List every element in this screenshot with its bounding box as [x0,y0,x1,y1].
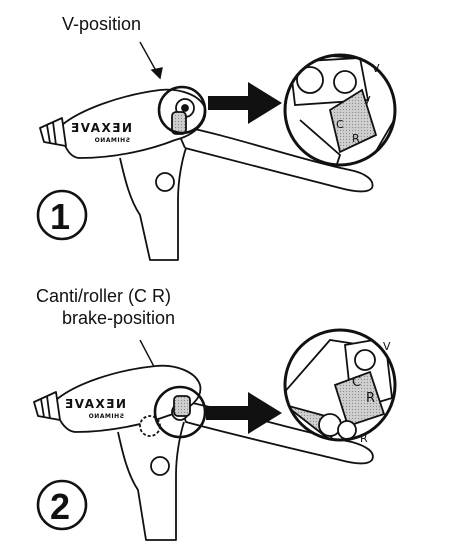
handlebar-clamp-2 [117,421,185,541]
mode-mark-v-1: V [363,94,371,107]
section-2-cr-position: Canti/roller (C R) brake-position NEXAVE… [33,286,397,541]
magnified-detail-1: V C R V [283,53,397,167]
zoom-arrow-2 [206,392,282,434]
mode-mark-r-lower-2: R [360,432,368,445]
svg-text:2: 2 [50,486,70,527]
handlebar-clamp-1 [119,147,187,261]
svg-text:1: 1 [50,196,70,237]
cr-position-label-line2: brake-position [62,308,175,328]
step-number-2: 2 [36,479,88,531]
svg-text:SHIMANO: SHIMANO [94,137,130,144]
barrel-adjuster-1 [39,117,67,147]
lever-blade-1 [174,124,374,193]
section-1-v-position: V-position NEXAVE SHIMANO [36,14,397,261]
zoom-arrow-1 [208,82,282,124]
step-number-1: 1 [36,189,88,241]
switch-highlight-circle-1 [157,85,207,135]
v-position-label: V-position [62,14,141,34]
cr-position-label-line1: Canti/roller (C R) [36,286,171,306]
lever-housing-2 [54,364,202,433]
svg-text:NEXAVE: NEXAVE [70,121,132,135]
barrel-adjuster-2 [33,391,61,421]
v-position-pointer-arrow [139,41,163,80]
mode-mark-v-2: V [383,340,391,353]
mode-mark-c-1: C [336,118,344,131]
switch-highlight-circle-2 [153,385,207,439]
magnified-detail-2: C R V R [283,328,397,445]
clamp-bolt-2 [150,456,170,476]
clamp-bolt-1 [155,172,175,192]
mode-mark-c-2: C [352,375,361,390]
svg-text:NEXAVE: NEXAVE [64,397,126,411]
brand-marking-2: NEXAVE SHIMANO [64,397,126,420]
mode-mark-r-1: R [352,132,360,145]
mode-mark-r-2: R [366,391,375,406]
brand-marking-1: NEXAVE SHIMANO [70,121,132,144]
svg-text:SHIMANO: SHIMANO [88,413,124,420]
